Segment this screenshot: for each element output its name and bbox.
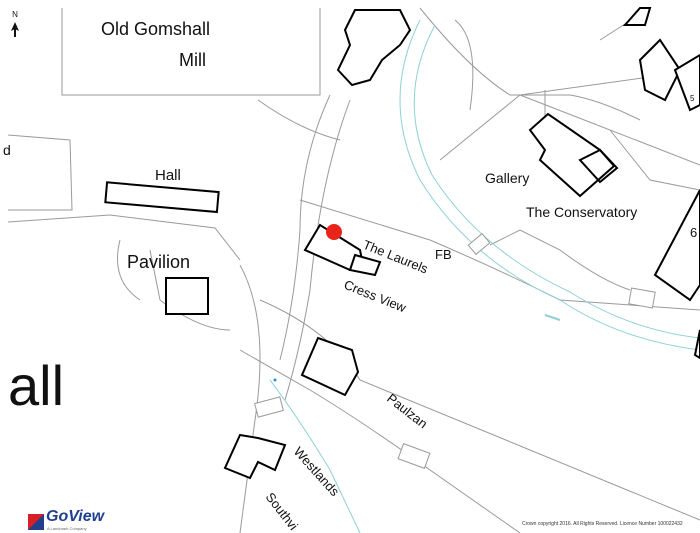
building-right-far [673,53,700,112]
building-row-top [336,9,412,87]
label-westlands: Westlands [291,444,343,499]
label-number-6: 6 [690,225,697,240]
label-the-conservatory: The Conservatory [526,204,637,220]
water-point [273,378,277,382]
building-pavilion [165,277,209,315]
building-gallery-annex [578,148,619,184]
buildings [104,7,700,480]
building-right-low [693,329,700,360]
building-hall [104,181,220,214]
label-cress-view: Cress View [342,277,409,316]
building-westlands [223,433,287,480]
building-paulzan [300,336,360,397]
label-left-edge-fragment: d [3,142,11,158]
stream-lines [269,19,700,533]
outline-buildings [254,232,656,469]
building-top-right [622,7,652,26]
label-pavilion: Pavilion [127,252,190,272]
label-mill: Mill [179,50,206,70]
label-hall: Hall [155,167,181,184]
label-old-gomshall: Old Gomshall [101,19,210,39]
label-fb: FB [435,247,452,262]
label-number-51: 5 [690,94,695,103]
label-gallery: Gallery [485,170,529,186]
label-southview: Southvi [263,490,302,533]
goview-logo-icon [28,514,44,530]
north-label: N [12,10,18,19]
building-right-6 [653,189,700,302]
location-marker-icon[interactable] [326,224,342,240]
brand-subtitle: A Landmark Company [47,526,87,531]
copyright-text: Crown copyright 2016. All Rights Reserve… [522,521,683,527]
building-laurels-ext [348,253,382,277]
label-big-hall-fragment: all [8,354,64,417]
building-right-51 [638,38,682,102]
north-arrow-icon: N [11,10,19,37]
brand-name: GoView [46,508,105,525]
label-paulzan: Paulzan [384,391,430,432]
